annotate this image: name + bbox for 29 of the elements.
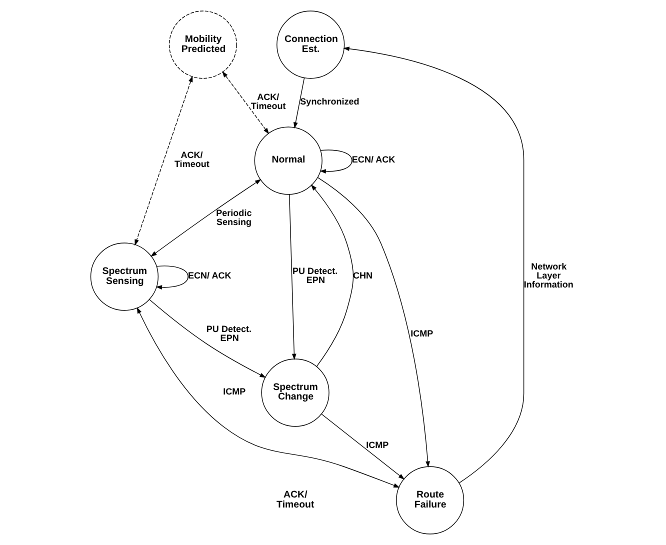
edge-label: Synchronized [300, 96, 360, 106]
arrow [320, 150, 352, 174]
edge-label: ICMP [223, 386, 246, 396]
arrow [222, 71, 270, 134]
arrow [136, 307, 400, 488]
arrow [150, 179, 262, 257]
edge-label: ACK/ Timeout [250, 92, 286, 112]
edge-label: CHN [352, 270, 373, 280]
node-circle: Connection Est. [276, 10, 345, 79]
arrow [310, 184, 354, 367]
edge-label: PU Detect. EPN [206, 324, 252, 344]
edge-label: ECN/ ACK [352, 154, 396, 164]
label: ACK/ Timeout [276, 490, 314, 510]
edge-label: ICMP [410, 328, 434, 338]
edge-label: Network Layer Information [524, 262, 574, 290]
arrow [156, 266, 188, 290]
arrow [317, 177, 430, 468]
arrow [343, 46, 524, 484]
arrow [294, 78, 305, 129]
edge-label: PU Detect. EPN [292, 266, 338, 286]
arrow [289, 194, 296, 360]
arrow [321, 414, 405, 480]
edge-label: ICMP [366, 440, 389, 450]
arrow [149, 299, 266, 378]
edge-label: ECN/ ACK [188, 270, 232, 280]
node-circle: Spectrum Change [261, 358, 330, 427]
edge-label: ACK/ Timeout [174, 150, 210, 170]
edge-label: Periodic Sensing [216, 208, 252, 228]
arrow [134, 76, 193, 246]
